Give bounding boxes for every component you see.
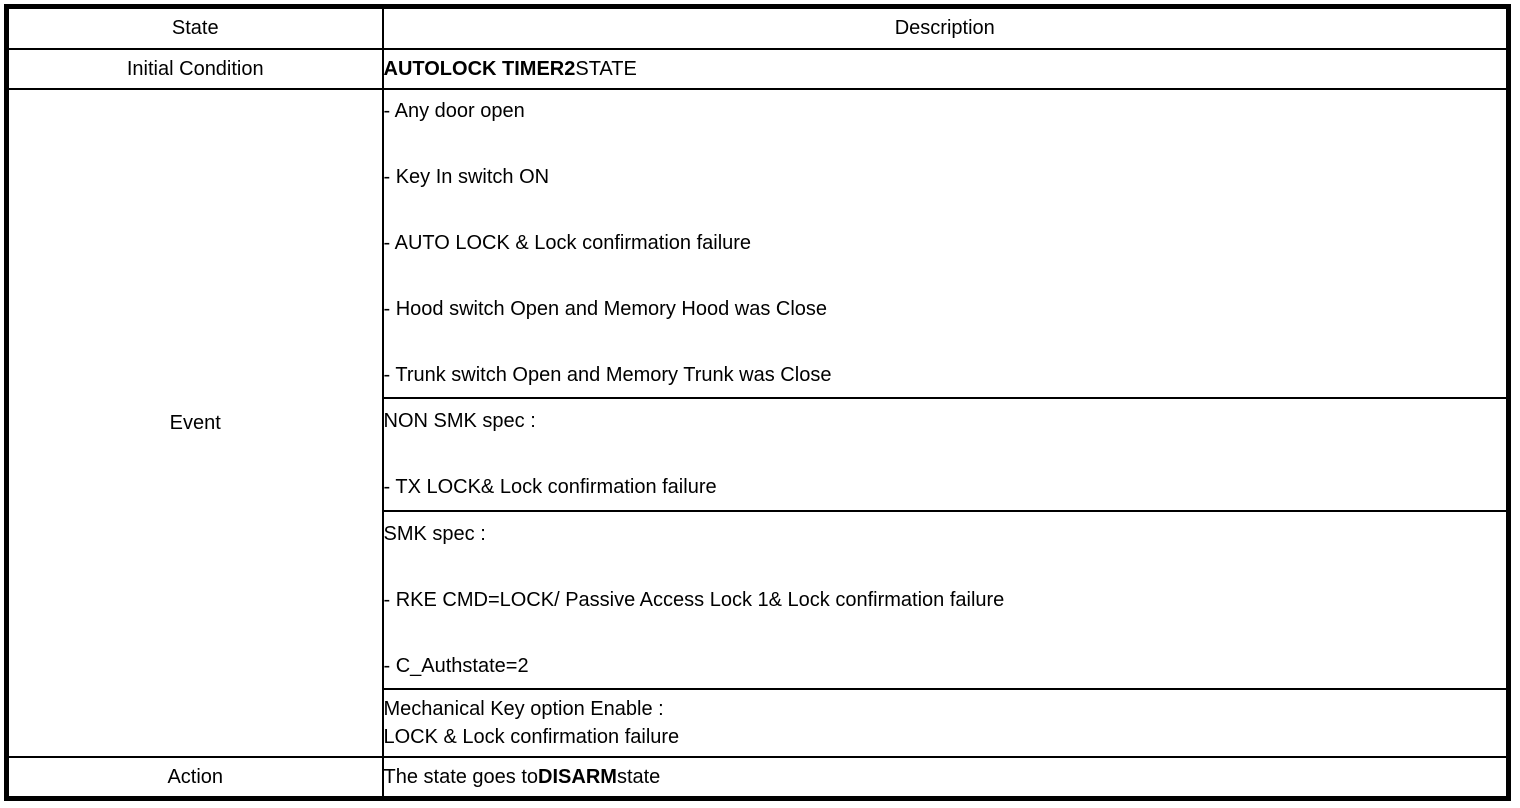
event-mechanical-key-cell: Mechanical Key option Enable : LOCK & Lo… bbox=[381, 688, 1510, 758]
initial-condition-value: AUTOLOCK TIMER2STATE bbox=[381, 48, 1510, 90]
header-row: State Description bbox=[5, 5, 1510, 50]
initial-condition-label: Initial Condition bbox=[5, 48, 384, 90]
event-smk-text: SMK spec : - RKE CMD=LOCK/ Passive Acces… bbox=[383, 522, 1005, 677]
event-mechanical-key-text: Mechanical Key option Enable : LOCK & Lo… bbox=[383, 698, 680, 748]
event-non-smk-text: NON SMK spec : - TX LOCK& Lock confirmat… bbox=[383, 410, 717, 498]
initial-condition-state-suffix: STATE bbox=[575, 57, 637, 80]
initial-condition-row: Initial Condition AUTOLOCK TIMER2STATE bbox=[5, 48, 1510, 90]
action-text-suffix: state bbox=[616, 765, 661, 788]
event-row-general: Event - Any door open - Key In switch ON… bbox=[5, 88, 1510, 758]
action-value: The state goes toDISARMstate bbox=[381, 756, 1510, 800]
event-non-smk-cell: NON SMK spec : - TX LOCK& Lock confirmat… bbox=[381, 397, 1510, 512]
event-general-conditions-cell: - Any door open - Key In switch ON - AUT… bbox=[381, 88, 1510, 399]
event-row-mechanical-key: Mechanical Key option Enable : LOCK & Lo… bbox=[7, 688, 1510, 758]
action-label: Action bbox=[5, 756, 384, 800]
action-row: Action The state goes toDISARMstate bbox=[5, 756, 1510, 800]
state-column-header: State bbox=[5, 5, 384, 50]
action-text-prefix: The state goes to bbox=[383, 765, 539, 788]
description-column-header: Description bbox=[381, 5, 1510, 50]
event-row-non-smk: NON SMK spec : - TX LOCK& Lock confirmat… bbox=[7, 397, 1510, 512]
event-label: Event bbox=[5, 88, 384, 758]
event-general-conditions-text: - Any door open - Key In switch ON - AUT… bbox=[383, 100, 832, 386]
initial-condition-state-name: AUTOLOCK TIMER2 bbox=[383, 57, 576, 80]
action-target-state: DISARM bbox=[538, 765, 617, 788]
state-description-table: State Description Initial Condition AUTO… bbox=[4, 4, 1511, 801]
event-smk-cell: SMK spec : - RKE CMD=LOCK/ Passive Acces… bbox=[381, 510, 1510, 690]
event-row-smk: SMK spec : - RKE CMD=LOCK/ Passive Acces… bbox=[7, 510, 1510, 690]
